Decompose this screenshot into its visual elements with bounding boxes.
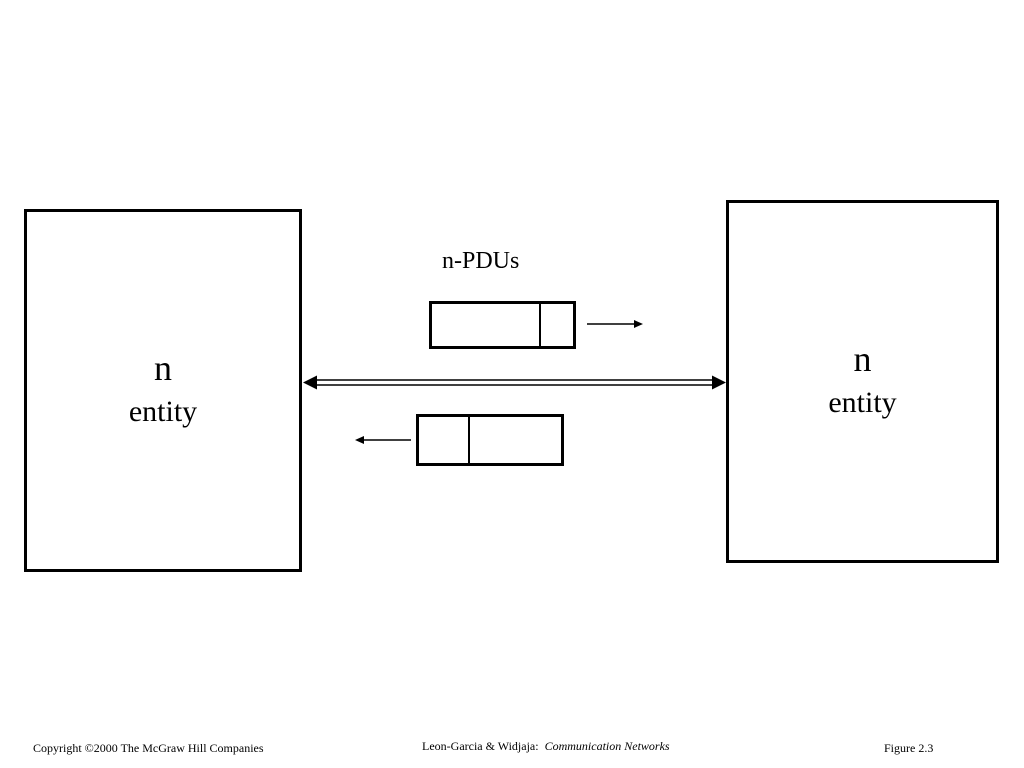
pdu-header-divider <box>539 301 541 349</box>
right-n-entity-box: n entity <box>726 200 999 563</box>
copyright-notice: Copyright ©2000 The McGraw Hill Companie… <box>33 741 264 755</box>
pdu-rightward-arrow-icon <box>587 320 643 328</box>
pdu-header-divider <box>468 414 470 466</box>
pdu-leftward-arrow-icon <box>355 436 411 444</box>
figure-number: Figure 2.3 <box>884 741 934 755</box>
left-entity-label: entity <box>128 395 198 428</box>
pdu-rightward-box <box>429 301 576 349</box>
bidirectional-channel-arrow <box>303 375 726 390</box>
left-n-entity-box: n entity <box>24 209 302 572</box>
right-entity-label: entity <box>828 386 897 419</box>
authors-text: Leon-Garcia & Widjaja: <box>422 739 539 753</box>
left-entity-symbol: n <box>154 348 172 388</box>
book-title: Communication Networks <box>544 739 670 753</box>
book-citation: Leon-Garcia & Widjaja: Communication Netw… <box>422 740 670 752</box>
n-pdus-label: n-PDUs <box>442 248 520 274</box>
right-entity-symbol: n <box>853 339 872 379</box>
pdu-leftward-box <box>416 414 564 466</box>
